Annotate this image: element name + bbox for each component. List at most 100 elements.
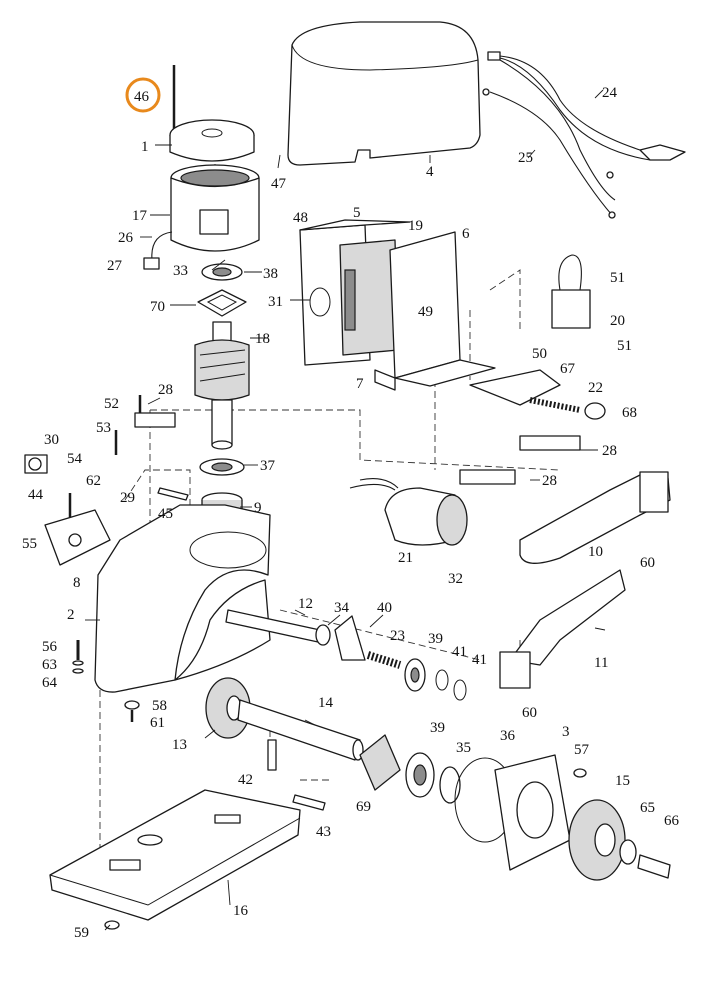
label-24: 24 <box>602 85 618 101</box>
leader-lines <box>85 89 606 931</box>
label-15: 15 <box>615 773 630 789</box>
highlight-ring <box>125 77 161 113</box>
seal-34 <box>315 624 331 646</box>
label-22: 22 <box>588 380 603 396</box>
label-19: 19 <box>408 218 423 234</box>
label-17: 17 <box>132 208 148 224</box>
motor-body <box>143 164 260 270</box>
label-39b: 39 <box>430 720 445 736</box>
label-16: 16 <box>233 903 249 919</box>
label-20: 20 <box>610 313 625 329</box>
label-6: 6 <box>462 226 470 242</box>
gearbox-housing <box>94 504 271 693</box>
label-32: 32 <box>448 571 463 587</box>
label-57: 57 <box>574 742 590 758</box>
label-54: 54 <box>67 451 83 467</box>
washer-65 <box>619 839 637 865</box>
bearing-37 <box>199 458 245 476</box>
arm-11 <box>499 569 626 689</box>
label-10: 10 <box>588 544 603 560</box>
label-31: 31 <box>268 294 283 310</box>
label-51a: 51 <box>610 270 625 286</box>
label-55: 55 <box>22 536 37 552</box>
bearing-39b <box>405 752 435 798</box>
label-36: 36 <box>500 728 516 744</box>
pin-43 <box>292 794 326 811</box>
label-28c: 28 <box>542 473 557 489</box>
label-58: 58 <box>152 698 167 714</box>
label-7: 7 <box>356 376 364 392</box>
label-50: 50 <box>532 346 547 362</box>
pin-45 <box>157 487 189 501</box>
motor-cover <box>287 21 481 166</box>
label-38: 38 <box>263 266 278 282</box>
label-66: 66 <box>664 813 680 829</box>
bearing-38 <box>201 263 243 281</box>
flange-69 <box>359 734 401 791</box>
label-45: 45 <box>158 506 173 522</box>
ring-32 <box>436 494 468 546</box>
cover-3 <box>494 754 571 871</box>
label-28a: 28 <box>158 382 173 398</box>
label-9: 9 <box>254 500 262 516</box>
label-49: 49 <box>418 304 433 320</box>
label-61: 61 <box>150 715 165 731</box>
label-34: 34 <box>334 600 350 616</box>
label-21: 21 <box>398 550 413 566</box>
label-26: 26 <box>118 230 134 246</box>
label-2: 2 <box>67 607 75 623</box>
capacitor-20 <box>551 254 591 329</box>
arm-10 <box>519 471 671 564</box>
nut-58 <box>124 700 140 722</box>
label-40: 40 <box>377 600 392 616</box>
label-62: 62 <box>86 473 101 489</box>
label-63: 63 <box>42 657 57 673</box>
gear-13 <box>205 677 251 739</box>
base-plate-16 <box>49 789 301 921</box>
release-plate-67 <box>469 369 561 406</box>
lock-30 <box>24 454 48 474</box>
bearing-39a <box>404 658 426 692</box>
label-8: 8 <box>73 575 81 591</box>
label-41b: 41 <box>472 652 487 668</box>
label-4: 4 <box>426 164 434 180</box>
label-29: 29 <box>120 490 135 506</box>
label-37: 37 <box>260 458 276 474</box>
clip-41b <box>453 679 467 701</box>
spring-22 <box>529 397 581 413</box>
label-60a: 60 <box>640 555 655 571</box>
label-12: 12 <box>298 596 313 612</box>
label-42: 42 <box>238 772 253 788</box>
screw-56 <box>72 640 84 674</box>
label-25: 25 <box>518 150 533 166</box>
shaft-14 <box>237 699 364 761</box>
worm-shaft <box>194 321 250 450</box>
label-11: 11 <box>594 655 608 671</box>
label-60b: 60 <box>522 705 537 721</box>
part-labels: 46 1 47 4 24 25 17 26 27 33 38 48 5 19 6… <box>22 85 680 941</box>
label-68: 68 <box>622 405 637 421</box>
label-46: 46 <box>134 89 150 105</box>
label-53: 53 <box>96 420 111 436</box>
label-59: 59 <box>74 925 89 941</box>
label-30: 30 <box>44 432 59 448</box>
spring-23 <box>366 651 402 669</box>
wiring-harness <box>482 51 686 219</box>
label-14: 14 <box>318 695 334 711</box>
label-28b: 28 <box>602 443 617 459</box>
gear-15 <box>568 799 626 881</box>
label-65: 65 <box>640 800 655 816</box>
label-51b: 51 <box>617 338 632 354</box>
label-52: 52 <box>104 396 119 412</box>
label-39a: 39 <box>428 631 443 647</box>
label-41a: 41 <box>452 644 467 660</box>
limit-switch-c <box>459 469 516 485</box>
label-13: 13 <box>172 737 187 753</box>
label-47: 47 <box>271 176 287 192</box>
bolt-66 <box>637 854 671 879</box>
seal-70 <box>197 289 247 317</box>
label-35: 35 <box>456 740 471 756</box>
control-board-19 <box>339 239 399 356</box>
label-33: 33 <box>173 263 188 279</box>
